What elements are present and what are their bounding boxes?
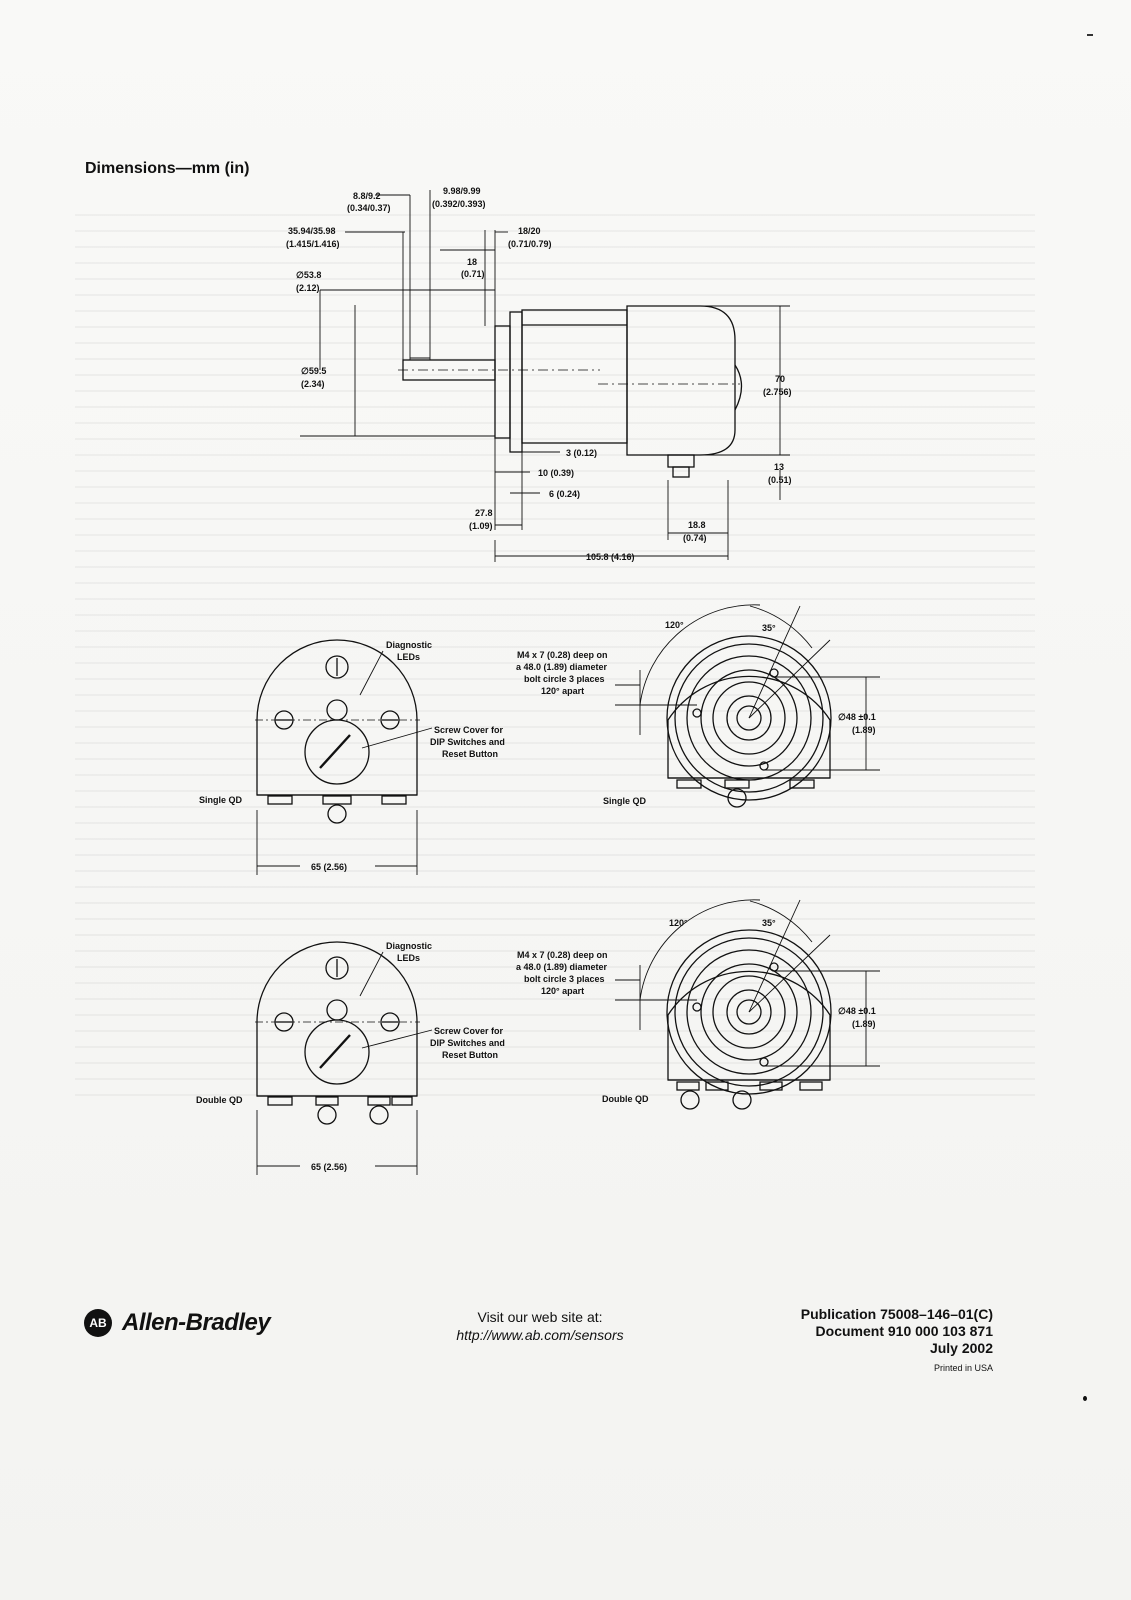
allen-bradley-logo: AB Allen-Bradley: [84, 1309, 271, 1337]
angle-label: 120°: [669, 918, 688, 928]
show-through-text: [75, 200, 1035, 1100]
dim-label: (0.74): [683, 533, 707, 543]
front-view-double-drawing: [615, 899, 880, 1110]
margin-mark: [1087, 34, 1093, 36]
callout-label: bolt circle 3 places: [524, 974, 605, 984]
front-view-single-drawing: [615, 604, 880, 808]
dim-label: (2.12): [296, 283, 320, 293]
callout-label: LEDs: [397, 652, 420, 662]
side-view-labels: 8.8/9.2 (0.34/0.37) 9.98/9.99 (0.392/0.3…: [286, 186, 792, 562]
dim-label: 6 (0.24): [549, 489, 580, 499]
dim-label: ∅53.8: [296, 270, 321, 280]
dim-label: (2.34): [301, 379, 325, 389]
angle-label: 35°: [762, 623, 776, 633]
dim-label: 18.8: [688, 520, 706, 530]
callout-label: LEDs: [397, 953, 420, 963]
callout-label: a 48.0 (1.89) diameter: [516, 962, 608, 972]
dim-label: ∅48 ±0.1: [838, 712, 876, 722]
dim-label: (2.756): [763, 387, 792, 397]
angle-label: 120°: [665, 620, 684, 630]
callout-label: DIP Switches and: [430, 1038, 505, 1048]
callout-label: M4 x 7 (0.28) deep on: [517, 950, 608, 960]
callout-label: 120° apart: [541, 986, 584, 996]
brand-name: Allen-Bradley: [122, 1309, 271, 1336]
dim-label: (0.71/0.79): [508, 239, 552, 249]
dim-label: (1.89): [852, 1019, 876, 1029]
dim-label: (0.392/0.393): [432, 199, 486, 209]
side-view-drawing: [300, 190, 790, 562]
publication-date: July 2002: [929, 1340, 993, 1356]
view-label: Single QD: [199, 795, 243, 805]
front-view-double-labels: 120° 35° M4 x 7 (0.28) deep on a 48.0 (1…: [516, 918, 876, 1104]
callout-label: Reset Button: [442, 1050, 498, 1060]
website-intro: Visit our web site at:: [477, 1309, 603, 1325]
callout-label: Screw Cover for: [434, 725, 504, 735]
dim-label: 18/20: [518, 226, 541, 236]
ab-logo-icon: AB: [84, 1309, 112, 1337]
callout-label: Diagnostic: [386, 640, 432, 650]
rear-view-double-labels: Diagnostic LEDs Screw Cover for DIP Swit…: [196, 941, 505, 1172]
dim-label: ∅59.5: [301, 366, 326, 376]
dim-label: (0.34/0.37): [347, 203, 391, 213]
view-label: Single QD: [603, 796, 647, 806]
dim-label: 13: [774, 462, 784, 472]
dim-label: 8.8/9.2: [353, 191, 381, 201]
callout-label: DIP Switches and: [430, 737, 505, 747]
dim-label: (0.71): [461, 269, 485, 279]
view-label: Double QD: [602, 1094, 649, 1104]
view-label: Double QD: [196, 1095, 243, 1105]
dim-label: 3 (0.12): [566, 448, 597, 458]
dim-label: (1.89): [852, 725, 876, 735]
dim-label: 65 (2.56): [311, 1162, 347, 1172]
rear-view-single-drawing: [255, 639, 433, 875]
angle-label: 35°: [762, 918, 776, 928]
dim-label: 9.98/9.99: [443, 186, 481, 196]
website-note: Visit our web site at: http://www.ab.com…: [420, 1308, 660, 1344]
section-title: Dimensions—mm (in): [85, 160, 250, 177]
dim-label: 105.8 (4.16): [586, 552, 635, 562]
dim-label: 65 (2.56): [311, 862, 347, 872]
dim-label: 18: [467, 257, 477, 267]
callout-label: bolt circle 3 places: [524, 674, 605, 684]
front-view-single-labels: 120° 35° M4 x 7 (0.28) deep on a 48.0 (1…: [516, 620, 876, 806]
publication-info: Publication 75008–146–01(C) Document 910…: [801, 1306, 993, 1377]
callout-label: M4 x 7 (0.28) deep on: [517, 650, 608, 660]
dim-label: 10 (0.39): [538, 468, 574, 478]
website-link[interactable]: http://www.ab.com/sensors: [456, 1327, 624, 1343]
dim-label: ∅48 ±0.1: [838, 1006, 876, 1016]
callout-label: Screw Cover for: [434, 1026, 504, 1036]
dim-label: 70: [775, 374, 785, 384]
dim-label: (1.415/1.416): [286, 239, 340, 249]
dim-label: 35.94/35.98: [288, 226, 336, 236]
rear-view-single-labels: Diagnostic LEDs Screw Cover for DIP Swit…: [199, 640, 505, 872]
dim-label: 27.8: [475, 508, 493, 518]
printed-note: Printed in USA: [933, 1363, 993, 1373]
callout-label: a 48.0 (1.89) diameter: [516, 662, 608, 672]
publication-number: Publication 75008–146–01(C): [800, 1306, 993, 1322]
document-number: Document 910 000 103 871: [815, 1323, 993, 1339]
dim-label: (1.09): [469, 521, 493, 531]
callout-label: 120° apart: [541, 686, 584, 696]
callout-label: Diagnostic: [386, 941, 432, 951]
rear-view-double-drawing: [255, 941, 433, 1175]
callout-label: Reset Button: [442, 749, 498, 759]
paper-speck: [1083, 1396, 1087, 1401]
dim-label: (0.51): [768, 475, 792, 485]
